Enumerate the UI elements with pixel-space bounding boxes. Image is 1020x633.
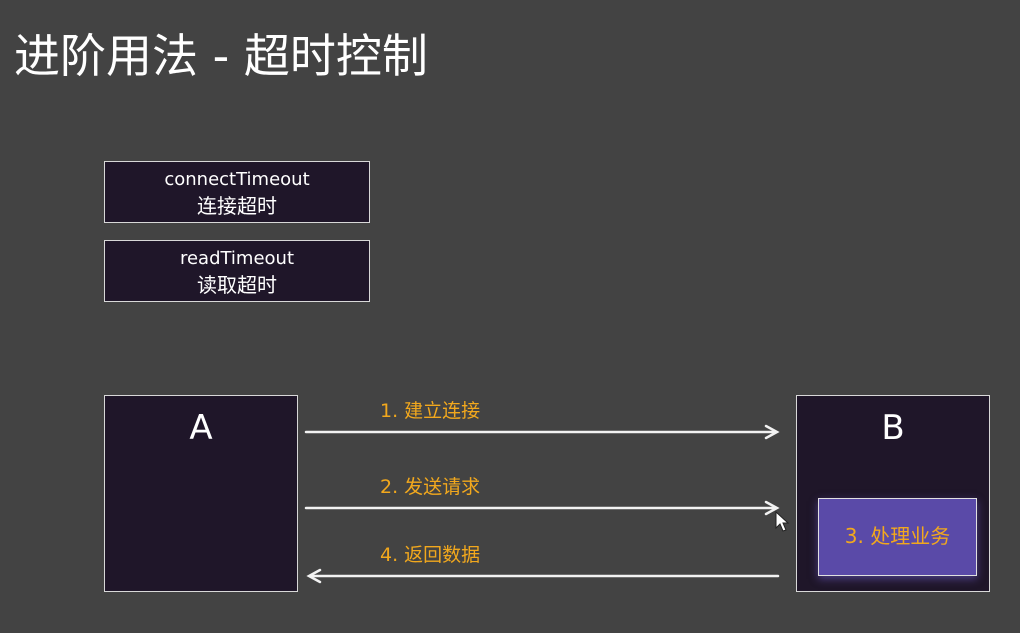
slide-title: 进阶用法 - 超时控制	[14, 29, 428, 83]
connect-timeout-desc: 连接超时	[197, 194, 277, 218]
node-b-label: B	[881, 408, 905, 448]
arrow-response	[306, 568, 780, 584]
mouse-cursor-icon	[775, 510, 790, 532]
step-connect-label: 1. 建立连接	[380, 400, 481, 422]
connect-timeout-name: connectTimeout	[164, 169, 310, 190]
read-timeout-desc: 读取超时	[197, 273, 277, 297]
read-timeout-box: readTimeout 读取超时	[104, 240, 370, 302]
arrow-request	[304, 500, 780, 516]
process-box: 3. 处理业务	[818, 498, 977, 576]
read-timeout-name: readTimeout	[179, 248, 295, 269]
step-request-label: 2. 发送请求	[380, 476, 481, 498]
connect-timeout-box: connectTimeout 连接超时	[104, 161, 370, 223]
node-a-label: A	[189, 408, 213, 448]
step-response-label: 4. 返回数据	[380, 544, 481, 566]
arrow-connect	[304, 424, 780, 440]
node-a: A	[104, 395, 298, 592]
